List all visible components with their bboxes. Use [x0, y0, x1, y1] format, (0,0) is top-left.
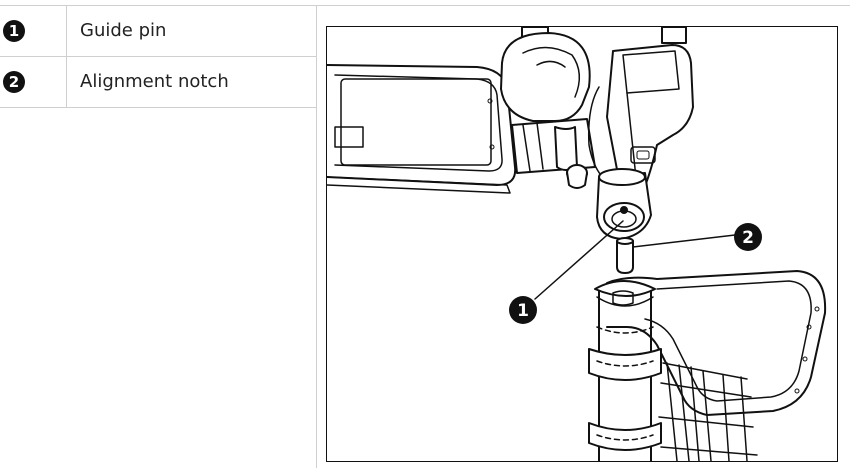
cell-divider	[66, 6, 67, 56]
callout-badge-1: 1	[3, 20, 25, 42]
cart-pole	[588, 280, 662, 461]
cart-handle	[606, 270, 827, 416]
legend-row-alignment-notch: 2 Alignment notch	[0, 57, 316, 108]
legend-label-guide-pin: Guide pin	[80, 20, 167, 41]
figure-callout-1-number: 1	[517, 301, 529, 321]
receiver-socket	[596, 168, 652, 240]
articulating-arm	[511, 118, 596, 189]
callout-badge-2: 2	[3, 71, 25, 93]
top-rule	[0, 5, 850, 6]
guide-pin	[616, 237, 634, 274]
figure-callout-2: 2	[734, 223, 762, 251]
assembly-illustration: 1 2	[326, 26, 838, 462]
leader-1	[534, 220, 624, 300]
swivel-knuckle	[500, 32, 591, 122]
figure-callout-2-number: 2	[742, 228, 754, 248]
leader-2	[632, 234, 736, 248]
illustration-svg: 1 2	[327, 27, 827, 461]
legend-label-alignment-notch: Alignment notch	[80, 71, 229, 92]
cell-divider	[66, 57, 67, 107]
monitor-panel	[327, 64, 517, 194]
callout-legend-table: 1 Guide pin 2 Alignment notch	[0, 6, 316, 108]
legend-row-guide-pin: 1 Guide pin	[0, 6, 316, 57]
figure-callout-1: 1	[509, 296, 537, 324]
callout-leaders	[534, 220, 736, 300]
column-divider	[316, 6, 317, 468]
cart-basket	[658, 362, 758, 461]
